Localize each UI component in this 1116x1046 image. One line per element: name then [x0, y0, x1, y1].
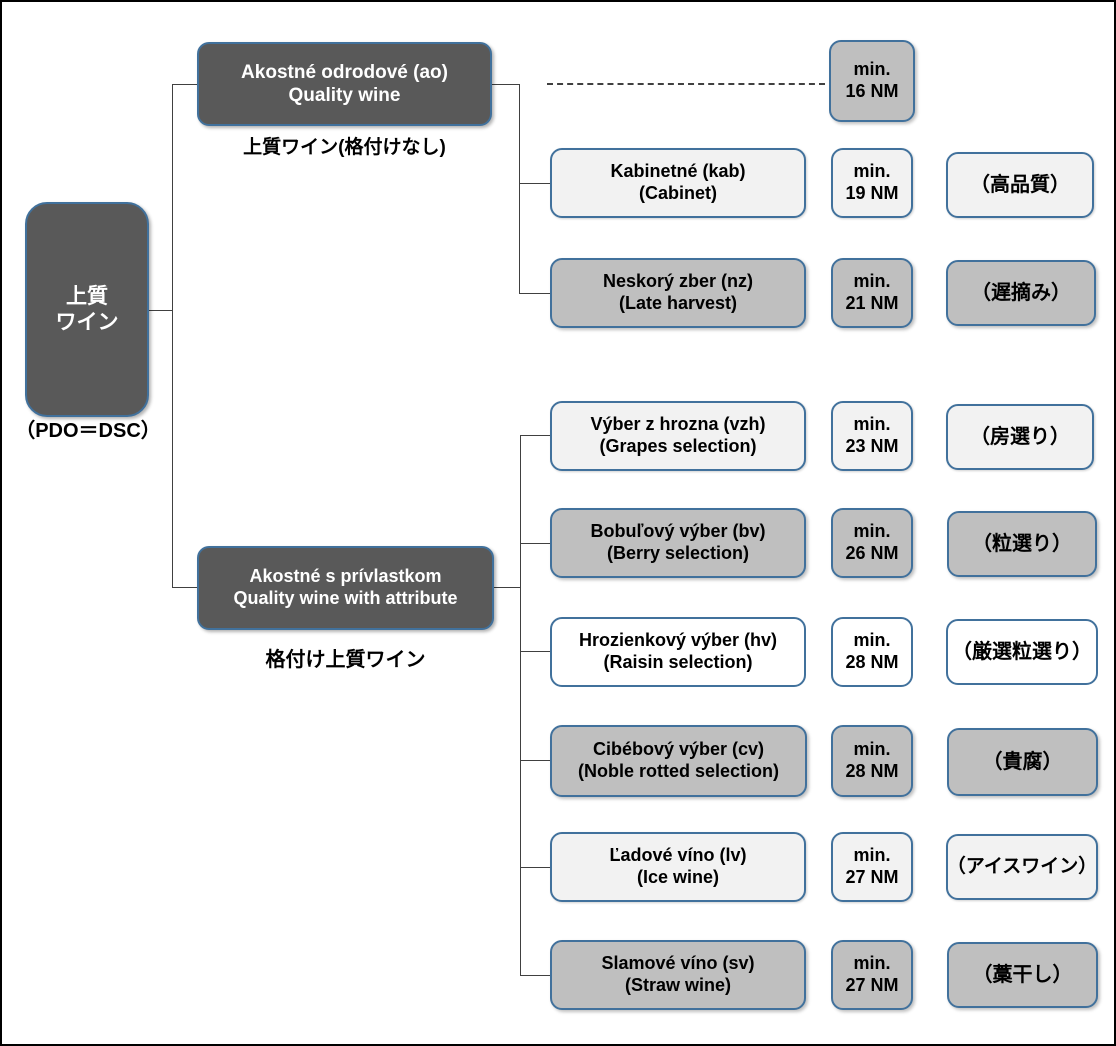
must-neskory-zber-line1: min. — [853, 271, 891, 292]
must-box-hrozienkovy-vyber[interactable]: min. 28 NM — [831, 617, 913, 687]
jp-box-slamove-vino[interactable]: （藁干し） — [947, 942, 1098, 1008]
must-bobulovy-vyber-line1: min. — [853, 521, 891, 542]
connector-to-vyber-z-hrozna — [520, 435, 550, 436]
connector-to-ladove-vino — [520, 867, 550, 868]
must-box-kabinetne[interactable]: min. 19 NM — [831, 148, 913, 218]
ladove-vino-line2: (Ice wine) — [636, 867, 720, 887]
name-box-neskory-zber[interactable]: Neskorý zber (nz) (Late harvest) — [550, 258, 806, 328]
vyber-z-hrozna-line2: (Grapes selection) — [599, 436, 757, 456]
must-box-neskory-zber[interactable]: min. 21 NM — [831, 258, 913, 328]
slamove-vino-line1: Slamové víno (sv) — [601, 953, 755, 974]
ladove-vino-line1: Ľadové víno (lv) — [609, 845, 747, 866]
name-box-hrozienkovy-vyber[interactable]: Hrozienkový výber (hv) (Raisin selection… — [550, 617, 806, 687]
jp-box-bobulovy-vyber[interactable]: （粒選り） — [947, 511, 1097, 577]
cibebovy-vyber-line2: (Noble rotted selection) — [577, 761, 779, 781]
bobulovy-vyber-line2: (Berry selection) — [606, 543, 750, 563]
branch-attribute-caption: 格付け上質ワイン — [265, 649, 426, 671]
jp-box-ladove-vino[interactable]: （アイスワイン） — [946, 834, 1098, 900]
must-ao-base-line1: min. — [853, 59, 891, 80]
must-box-slamove-vino[interactable]: min. 27 NM — [831, 940, 913, 1010]
name-box-vyber-z-hrozna[interactable]: Výber z hrozna (vzh) (Grapes selection) — [550, 401, 806, 471]
jp-box-kabinetne[interactable]: （高品質） — [946, 152, 1094, 218]
root-line1: 上質 — [66, 284, 108, 308]
connector-root-to-branch-bottom — [172, 587, 198, 588]
branch-node-quality-wine-with-attribute[interactable]: Akostné s prívlastkom Quality wine with … — [197, 546, 494, 630]
name-box-cibebovy-vyber[interactable]: Cibébový výber (cv) (Noble rotted select… — [550, 725, 807, 797]
bobulovy-vyber-line1: Bobuľový výber (bv) — [590, 521, 766, 542]
name-box-slamove-vino[interactable]: Slamové víno (sv) (Straw wine) — [550, 940, 806, 1010]
connector-branch-top-stub — [491, 84, 519, 85]
must-cibebovy-vyber-line2: 28 NM — [845, 761, 899, 781]
connector-root-to-branch-top — [172, 84, 198, 85]
connector-to-cibebovy-vyber — [520, 760, 550, 761]
must-box-bobulovy-vyber[interactable]: min. 26 NM — [831, 508, 913, 578]
jp-box-neskory-zber[interactable]: （遅摘み） — [946, 260, 1096, 326]
must-vyber-z-hrozna-line2: 23 NM — [845, 436, 899, 456]
connector-branch-bottom-stub — [492, 587, 520, 588]
connector-branch-bottom-trunk — [520, 435, 521, 975]
jp-box-cibebovy-vyber[interactable]: （貴腐） — [947, 728, 1098, 796]
connector-to-kabinetne — [519, 183, 550, 184]
jp-vyber-z-hrozna-label: （房選り） — [970, 425, 1070, 448]
branch-quality-wine-line2: Quality wine — [288, 85, 401, 106]
branch-quality-wine-line1: Akostné odrodové (ao) — [241, 61, 448, 83]
name-box-bobulovy-vyber[interactable]: Bobuľový výber (bv) (Berry selection) — [550, 508, 806, 578]
must-hrozienkovy-vyber-line2: 28 NM — [845, 652, 899, 672]
connector-to-neskory-zber — [519, 293, 550, 294]
branch-quality-wine-caption: 上質ワイン(格付けなし) — [243, 137, 446, 158]
connector-to-slamove-vino — [520, 975, 550, 976]
jp-box-vyber-z-hrozna[interactable]: （房選り） — [946, 404, 1094, 470]
branch-attribute-line2: Quality wine with attribute — [233, 588, 458, 608]
must-vyber-z-hrozna-line1: min. — [853, 414, 891, 435]
jp-cibebovy-vyber-label: （貴腐） — [982, 750, 1063, 773]
name-box-kabinetne[interactable]: Kabinetné (kab) (Cabinet) — [550, 148, 806, 218]
branch-node-quality-wine[interactable]: Akostné odrodové (ao) Quality wine — [197, 42, 492, 126]
vyber-z-hrozna-line1: Výber z hrozna (vzh) — [590, 414, 766, 435]
jp-ladove-vino-label: （アイスワイン） — [946, 856, 1098, 878]
must-kabinetne-line2: 19 NM — [845, 183, 899, 203]
must-box-ladove-vino[interactable]: min. 27 NM — [831, 832, 913, 902]
must-ao-base-line2: 16 NM — [845, 81, 899, 101]
must-kabinetne-line1: min. — [853, 161, 891, 182]
neskory-zber-line2: (Late harvest) — [618, 293, 738, 313]
root-node[interactable]: 上質 ワイン — [25, 202, 149, 417]
jp-bobulovy-vyber-label: （粒選り） — [972, 532, 1072, 555]
must-slamove-vino-line1: min. — [853, 953, 891, 974]
neskory-zber-line1: Neskorý zber (nz) — [602, 271, 754, 292]
hrozienkovy-vyber-line2: (Raisin selection) — [603, 652, 753, 672]
jp-hrozienkovy-vyber-label: （厳選粒選り） — [952, 640, 1092, 663]
root-caption: （PDO＝DSC） — [15, 420, 161, 442]
jp-box-hrozienkovy-vyber[interactable]: （厳選粒選り） — [946, 619, 1098, 685]
jp-kabinetne-label: （高品質） — [970, 173, 1070, 196]
must-ladove-vino-line1: min. — [853, 845, 891, 866]
must-ladove-vino-line2: 27 NM — [845, 867, 899, 887]
connector-to-bobulovy-vyber — [520, 543, 550, 544]
jp-slamove-vino-label: （藁干し） — [972, 963, 1073, 986]
name-box-ladove-vino[interactable]: Ľadové víno (lv) (Ice wine) — [550, 832, 806, 902]
connector-dashed-to-min16 — [547, 83, 825, 85]
slamove-vino-line2: (Straw wine) — [624, 975, 731, 995]
must-box-cibebovy-vyber[interactable]: min. 28 NM — [831, 725, 913, 797]
kabinetne-line2: (Cabinet) — [639, 183, 717, 203]
cibebovy-vyber-line1: Cibébový výber (cv) — [592, 739, 765, 760]
must-box-vyber-z-hrozna[interactable]: min. 23 NM — [831, 401, 913, 471]
must-slamove-vino-line2: 27 NM — [845, 975, 899, 995]
connector-branch-top-trunk — [519, 84, 520, 293]
branch-attribute-line1: Akostné s prívlastkom — [249, 566, 442, 587]
must-cibebovy-vyber-line1: min. — [853, 739, 891, 760]
connector-to-hrozienkovy-vyber — [520, 651, 550, 652]
hrozienkovy-vyber-line1: Hrozienkový výber (hv) — [578, 630, 778, 651]
root-line2: ワイン — [55, 310, 119, 334]
must-neskory-zber-line2: 21 NM — [845, 293, 899, 313]
jp-neskory-zber-label: （遅摘み） — [971, 281, 1071, 304]
kabinetne-line1: Kabinetné (kab) — [610, 161, 746, 182]
must-hrozienkovy-vyber-line1: min. — [853, 630, 891, 651]
connector-root-stub — [149, 310, 173, 311]
must-bobulovy-vyber-line2: 26 NM — [845, 543, 899, 563]
connector-root-trunk — [172, 84, 173, 587]
must-box-ao-base[interactable]: min. 16 NM — [829, 40, 915, 122]
